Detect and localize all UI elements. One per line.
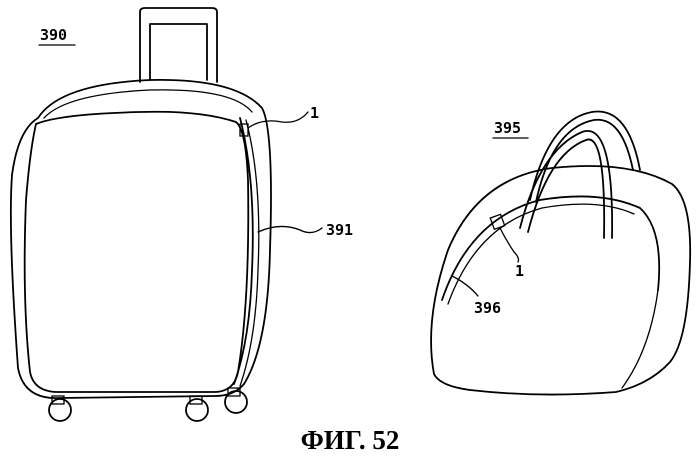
suitcase-wheels	[49, 388, 247, 421]
bag-body	[431, 166, 690, 395]
bag-zipper-seam-2	[448, 204, 634, 304]
suitcase-front-panel	[25, 112, 249, 392]
suitcase-drawing	[11, 8, 322, 421]
label-suitcase-seam: 391	[326, 221, 353, 239]
figure-caption: ФИГ. 52	[301, 425, 400, 455]
bag-handle-outer	[530, 111, 640, 202]
label-bag-seam: 396	[474, 299, 501, 317]
label-bag: 395	[494, 119, 521, 137]
suitcase-shell	[11, 80, 271, 398]
suitcase-handle	[140, 8, 217, 82]
suitcase-zipper-seam	[234, 118, 253, 384]
label-bag-zipper: 1	[515, 262, 524, 280]
leader-line-suitcase-zipper	[248, 112, 308, 128]
suitcase-zipper-seam-2	[240, 120, 259, 386]
bag-drawing	[431, 111, 690, 394]
bag-zipper-seam	[442, 196, 659, 300]
suitcase-rim	[44, 90, 252, 118]
label-suitcase: 390	[40, 26, 67, 44]
bag-side-gusset	[622, 290, 658, 388]
label-suitcase-zipper: 1	[310, 104, 319, 122]
leader-line-bag-zipper	[500, 228, 519, 262]
leader-line-suitcase-seam	[258, 226, 322, 232]
